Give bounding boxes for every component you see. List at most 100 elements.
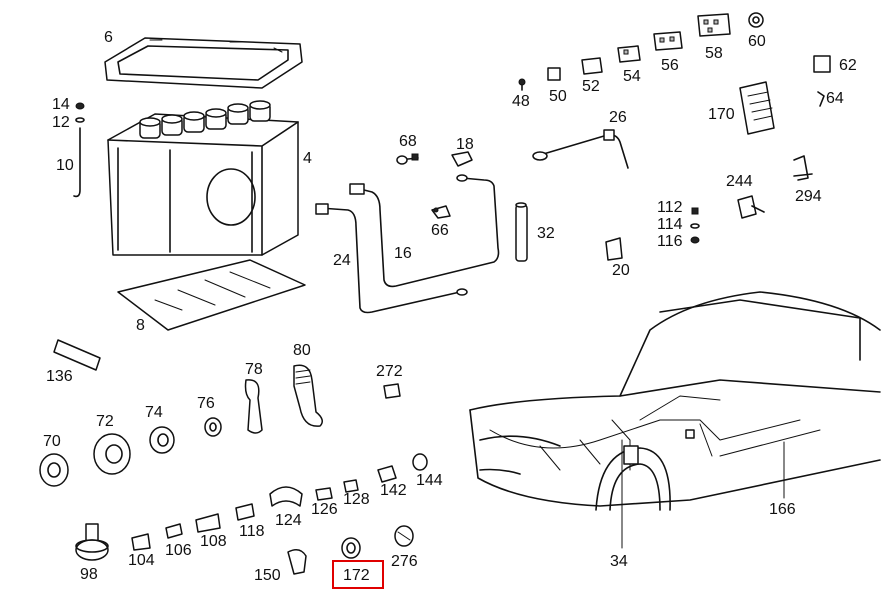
clip-part-106[interactable] bbox=[165, 523, 183, 539]
label-108[interactable]: 108 bbox=[200, 533, 227, 550]
label-62[interactable]: 62 bbox=[839, 57, 857, 74]
plug-part-150[interactable] bbox=[287, 549, 307, 575]
clip-part-124[interactable] bbox=[269, 486, 303, 507]
plate-part-136[interactable] bbox=[53, 339, 101, 371]
label-12[interactable]: 12 bbox=[52, 114, 70, 131]
clip-part-118[interactable] bbox=[235, 503, 255, 521]
label-166[interactable]: 166 bbox=[769, 501, 796, 518]
label-272[interactable]: 272 bbox=[376, 363, 403, 380]
connector-part-54[interactable] bbox=[617, 45, 641, 63]
label-128[interactable]: 128 bbox=[343, 491, 370, 508]
grommet-part-70[interactable] bbox=[39, 453, 69, 487]
leader-lines bbox=[621, 439, 785, 549]
boot-part-80[interactable] bbox=[293, 364, 323, 427]
label-34[interactable]: 34 bbox=[610, 553, 628, 570]
label-118[interactable]: 118 bbox=[239, 523, 265, 540]
label-4[interactable]: 4 bbox=[303, 150, 312, 167]
connector-part-68[interactable] bbox=[396, 153, 419, 165]
label-52[interactable]: 52 bbox=[582, 78, 600, 95]
label-72[interactable]: 72 bbox=[96, 413, 114, 430]
terminal-part-18[interactable] bbox=[451, 151, 473, 167]
label-106[interactable]: 106 bbox=[165, 542, 192, 559]
label-170[interactable]: 170 bbox=[708, 106, 735, 123]
clip-part-108[interactable] bbox=[195, 513, 221, 533]
label-64[interactable]: 64 bbox=[826, 90, 844, 107]
label-6[interactable]: 6 bbox=[104, 29, 113, 46]
cable-part-24[interactable] bbox=[315, 203, 468, 314]
label-276[interactable]: 276 bbox=[391, 553, 418, 570]
label-124[interactable]: 124 bbox=[275, 512, 302, 529]
label-74[interactable]: 74 bbox=[145, 404, 163, 421]
bracket-part-20[interactable] bbox=[605, 237, 623, 261]
battery-part-4[interactable] bbox=[107, 100, 299, 256]
label-14[interactable]: 14 bbox=[52, 96, 70, 113]
label-26[interactable]: 26 bbox=[609, 109, 627, 126]
label-58[interactable]: 58 bbox=[705, 45, 723, 62]
clip-part-128[interactable] bbox=[343, 479, 359, 493]
wiring-harness-part-166[interactable] bbox=[489, 395, 821, 471]
label-104[interactable]: 104 bbox=[128, 552, 155, 569]
label-32[interactable]: 32 bbox=[537, 225, 555, 242]
boot-part-78[interactable] bbox=[244, 379, 263, 434]
cable-part-16[interactable] bbox=[349, 174, 500, 288]
connector-part-58[interactable] bbox=[697, 13, 731, 37]
label-18[interactable]: 18 bbox=[456, 136, 474, 153]
label-114[interactable]: 114 bbox=[657, 216, 683, 233]
grommet-part-74[interactable] bbox=[149, 426, 175, 454]
label-76[interactable]: 76 bbox=[197, 395, 215, 412]
bracket-part-294[interactable] bbox=[793, 155, 813, 181]
label-150[interactable]: 150 bbox=[254, 567, 281, 584]
grommet-part-144[interactable] bbox=[412, 453, 428, 471]
label-16[interactable]: 16 bbox=[394, 245, 412, 262]
plug-part-48[interactable] bbox=[518, 78, 526, 91]
connector-part-52[interactable] bbox=[581, 57, 603, 75]
clip-part-142[interactable] bbox=[377, 465, 397, 483]
battery-mat-part-8[interactable] bbox=[117, 259, 306, 331]
label-244[interactable]: 244 bbox=[726, 173, 753, 190]
label-20[interactable]: 20 bbox=[612, 262, 630, 279]
fuse-box-part-170[interactable] bbox=[739, 81, 775, 135]
label-112[interactable]: 112 bbox=[657, 199, 683, 216]
hold-down-rod-part-10[interactable] bbox=[73, 102, 85, 198]
label-136[interactable]: 136 bbox=[46, 368, 73, 385]
clip-part-64[interactable] bbox=[817, 91, 825, 107]
label-80[interactable]: 80 bbox=[293, 342, 311, 359]
connector-part-56[interactable] bbox=[653, 31, 683, 51]
cap-part-276[interactable] bbox=[394, 525, 414, 547]
label-144[interactable]: 144 bbox=[416, 472, 443, 489]
label-78[interactable]: 78 bbox=[245, 361, 263, 378]
label-56[interactable]: 56 bbox=[661, 57, 679, 74]
label-126[interactable]: 126 bbox=[311, 501, 338, 518]
grommet-part-76[interactable] bbox=[204, 417, 222, 437]
knob-part-98[interactable] bbox=[75, 523, 109, 561]
label-172[interactable]: 172 bbox=[343, 567, 370, 584]
grommet-part-72[interactable] bbox=[93, 433, 131, 475]
label-68[interactable]: 68 bbox=[399, 133, 417, 150]
clip-part-126[interactable] bbox=[315, 487, 333, 501]
grommet-part-60[interactable] bbox=[748, 12, 764, 28]
connector-part-50[interactable] bbox=[547, 67, 561, 81]
clip-part-66[interactable] bbox=[431, 205, 451, 219]
switch-part-244[interactable] bbox=[737, 195, 765, 219]
label-66[interactable]: 66 bbox=[431, 222, 449, 239]
clip-part-104[interactable] bbox=[131, 533, 151, 551]
screw-washer-parts-112-116[interactable] bbox=[690, 207, 700, 244]
clip-part-272[interactable] bbox=[383, 383, 401, 399]
label-60[interactable]: 60 bbox=[748, 33, 766, 50]
sleeve-part-32[interactable] bbox=[515, 202, 528, 262]
label-70[interactable]: 70 bbox=[43, 433, 61, 450]
label-50[interactable]: 50 bbox=[549, 88, 567, 105]
label-294[interactable]: 294 bbox=[795, 188, 822, 205]
label-10[interactable]: 10 bbox=[56, 157, 74, 174]
relay-part-62[interactable] bbox=[813, 55, 831, 73]
battery-cover-part-6[interactable] bbox=[104, 37, 303, 89]
label-142[interactable]: 142 bbox=[380, 482, 407, 499]
label-8[interactable]: 8 bbox=[136, 317, 145, 334]
grommet-part-172[interactable] bbox=[341, 537, 361, 559]
cable-part-26[interactable] bbox=[532, 129, 629, 169]
label-54[interactable]: 54 bbox=[623, 68, 641, 85]
label-48[interactable]: 48 bbox=[512, 93, 530, 110]
label-116[interactable]: 116 bbox=[657, 233, 683, 250]
label-98[interactable]: 98 bbox=[80, 566, 98, 583]
label-24[interactable]: 24 bbox=[333, 252, 351, 269]
